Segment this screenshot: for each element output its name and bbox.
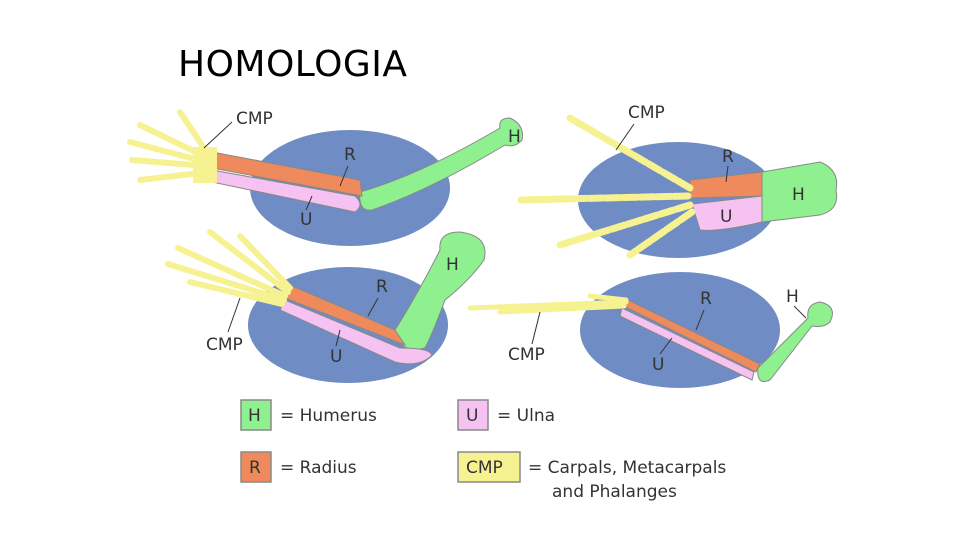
panel-quadruped-leg: CMP R U H bbox=[165, 229, 486, 383]
legend: H = Humerus U = Ulna R = Radius CMP = Ca… bbox=[240, 399, 726, 502]
ulna-bone bbox=[211, 169, 361, 213]
label-h: H bbox=[786, 287, 799, 307]
label-h: H bbox=[792, 185, 805, 205]
legend-code: R bbox=[249, 458, 261, 478]
humerus-bone bbox=[359, 117, 523, 211]
ulna-bone bbox=[691, 195, 763, 231]
humerus-bone bbox=[757, 301, 833, 382]
legend-code: H bbox=[248, 406, 261, 426]
legend-text: = Ulna bbox=[497, 406, 555, 426]
humerus-bone bbox=[394, 231, 486, 350]
label-u: U bbox=[330, 347, 342, 367]
label-r: R bbox=[700, 289, 712, 309]
label-cmp: CMP bbox=[508, 345, 545, 365]
label-u: U bbox=[300, 210, 312, 230]
legend-item-humerus: H = Humerus bbox=[240, 399, 377, 431]
legend-item-radius: R = Radius bbox=[240, 451, 357, 483]
ulna-bone bbox=[619, 307, 755, 381]
legend-text: = Radius bbox=[280, 458, 357, 478]
label-h: H bbox=[508, 127, 521, 147]
panel-human-arm: CMP R U H bbox=[127, 109, 523, 246]
legend-text: = Carpals, Metacarpals bbox=[528, 458, 726, 478]
flipper-bones bbox=[516, 114, 696, 259]
panel-whale-flipper: CMP R U H bbox=[516, 103, 838, 259]
label-cmp: CMP bbox=[206, 335, 243, 355]
ulna-bone bbox=[279, 299, 433, 365]
legend-item-ulna: U = Ulna bbox=[457, 399, 555, 431]
label-u: U bbox=[652, 355, 664, 375]
label-cmp: CMP bbox=[236, 109, 273, 129]
hand-bones bbox=[127, 109, 217, 183]
label-h: H bbox=[446, 255, 459, 275]
slide-title: HOMOLOGIA bbox=[178, 44, 408, 85]
label-cmp: CMP bbox=[628, 103, 665, 123]
wing-bones bbox=[467, 293, 629, 315]
panel-bat-wing: CMP R U H bbox=[467, 272, 833, 388]
legend-text: = Humerus bbox=[280, 406, 377, 426]
legend-text-line2: and Phalanges bbox=[552, 482, 677, 502]
paw-bones bbox=[165, 229, 293, 307]
legend-code: CMP bbox=[466, 458, 503, 478]
label-u: U bbox=[720, 207, 732, 227]
label-r: R bbox=[376, 277, 388, 297]
humerus-bone bbox=[761, 161, 838, 223]
label-r: R bbox=[722, 147, 734, 167]
legend-item-cmp: CMP = Carpals, Metacarpals and Phalanges bbox=[457, 451, 726, 502]
label-r: R bbox=[344, 145, 356, 165]
legend-code: U bbox=[466, 406, 478, 426]
